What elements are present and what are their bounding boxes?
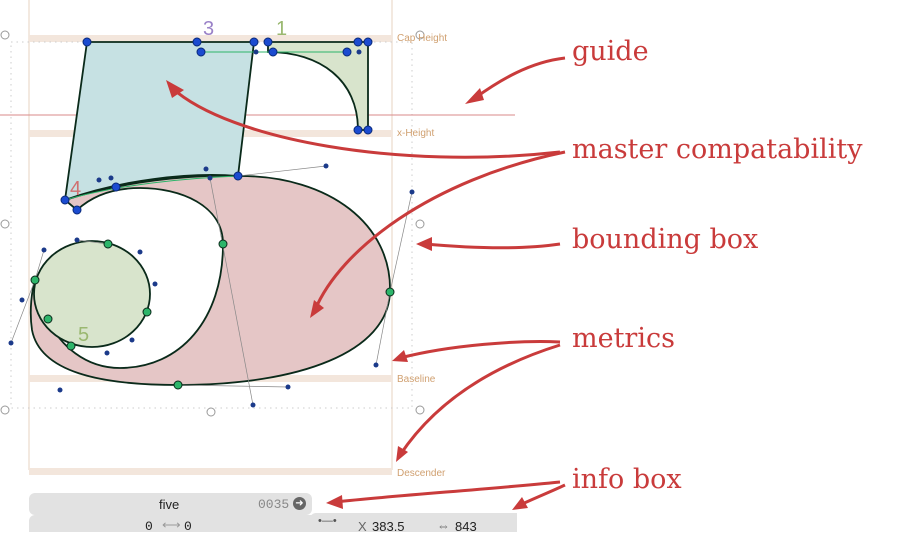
nodes[interactable] (60, 37, 373, 215)
x-value[interactable]: 383.5 (372, 519, 405, 534)
glyph-name[interactable]: five (159, 497, 180, 512)
annotation-guide: guide (572, 36, 649, 67)
path-number-4: 4 (70, 178, 82, 200)
counter-path[interactable] (33, 240, 151, 348)
path-number-3: 3 (203, 18, 215, 40)
rsb-value[interactable]: 0 (184, 519, 192, 534)
bounding-box-handles[interactable] (0, 30, 425, 417)
smooth-nodes[interactable] (30, 239, 395, 390)
offcurve-points[interactable] (8, 49, 415, 408)
baseline-label: Baseline (397, 374, 436, 385)
annotation-bounding-box: bounding box (572, 224, 759, 255)
flag-path[interactable] (267, 41, 369, 131)
cap-height-label: Cap Height (397, 33, 448, 44)
annotation-arrows (170, 56, 566, 507)
info-box-metrics-row: 0 ⟷ 0 (29, 515, 312, 534)
annotation-metrics: metrics (572, 323, 675, 354)
x-height-label: x-Height (397, 128, 435, 139)
arrow-right-circle-icon[interactable]: ➜ (293, 497, 306, 510)
selection-icon: •—• (318, 515, 337, 527)
info-box-selection-row: •—• X 383.5 ⇔ 843 (310, 513, 517, 534)
sidebearing-icon: ⟷ (162, 517, 181, 532)
path-number-5: 5 (78, 324, 90, 346)
width-value[interactable]: 843 (455, 519, 477, 534)
info-box-glyph-row[interactable]: five 0035 ➜ (29, 493, 312, 515)
descender-band (29, 468, 392, 475)
path-number-1: 1 (276, 18, 288, 40)
cap-height-band (29, 35, 392, 42)
descender-label: Descender (397, 468, 446, 479)
bowl-path[interactable] (29, 174, 391, 386)
annotation-master-compatability: master compatability (572, 134, 863, 165)
unicode-value[interactable]: 0035 (258, 497, 290, 512)
annotation-info-box: info box (572, 464, 682, 495)
bounding-box (10, 41, 413, 409)
lsb-value[interactable]: 0 (145, 519, 153, 534)
x-label: X (358, 519, 367, 534)
width-icon: ⇔ (437, 518, 450, 533)
